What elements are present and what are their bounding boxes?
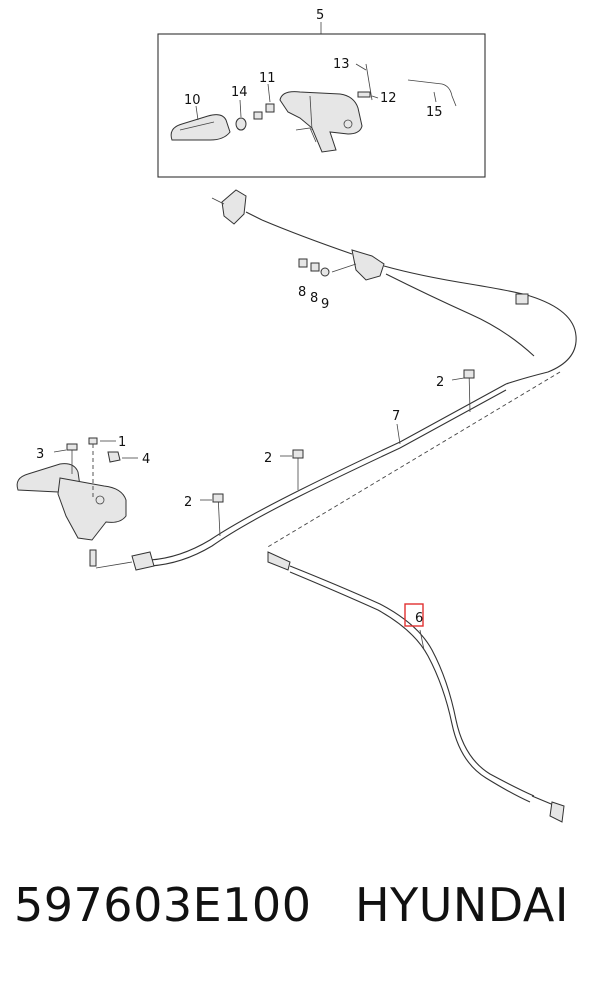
inset-group-5: 5 10 14 11 13 12 15: [157, 8, 486, 178]
cable-6-end: [549, 801, 565, 823]
bolt-1-head: [88, 437, 98, 445]
upper-spring: [245, 211, 263, 221]
callout-3: 3: [36, 447, 44, 462]
rod-15: [407, 79, 457, 107]
leader-10: [195, 105, 199, 121]
brand-name: HYUNDAI: [355, 878, 569, 932]
leader-2a: [451, 377, 465, 381]
cable-6-group: 6: [267, 551, 565, 823]
equalizer: [351, 249, 385, 281]
bolt-2b-head: [292, 449, 304, 459]
bolt-13: [365, 63, 373, 101]
lever-grip-10: [170, 114, 231, 141]
leader-11: [267, 83, 271, 103]
bushing-11a: [253, 111, 263, 120]
washer-9: [320, 267, 330, 277]
cable-7-end: [89, 549, 97, 567]
nut-4: [107, 451, 121, 463]
upper-cable-end: [211, 197, 225, 205]
callout-2a: 2: [436, 375, 444, 390]
lever-bracket: [295, 127, 317, 143]
cable-7-upper: [149, 383, 507, 561]
bolt-2a-head: [463, 369, 475, 379]
callout-4: 4: [142, 452, 150, 467]
callout-2b: 2: [264, 451, 272, 466]
upper-cable-a: [261, 219, 353, 255]
lower-lever-group: 3 1 4: [16, 435, 150, 541]
nut-8a: [298, 258, 308, 268]
callout-10: 10: [184, 93, 201, 108]
callout-9: 9: [321, 297, 329, 312]
callout-8b: 8: [310, 291, 318, 306]
upper-cable-c: [385, 273, 535, 357]
upper-cable-b: [383, 265, 531, 297]
bolt-3-head: [66, 443, 78, 451]
callout-5: 5: [316, 8, 324, 23]
callout-12: 12: [380, 91, 397, 106]
cable-7-rod: [95, 561, 133, 569]
cable-7-group: 7 2 2 2: [89, 369, 507, 571]
cable-clip: [515, 293, 529, 305]
grip-ridge: [179, 121, 215, 131]
callout-11: 11: [259, 71, 276, 86]
inset-box: [157, 33, 486, 178]
cable-7-fitting: [131, 551, 155, 571]
lever-pivot-lower: [95, 495, 105, 505]
clip-12: [357, 91, 371, 98]
parking-brake-cable-diagram: 5 10 14 11 13 12 15: [16, 8, 577, 823]
leader-7: [396, 423, 401, 445]
lever-body: [279, 91, 363, 153]
callout-14: 14: [231, 85, 248, 100]
leader-15: [433, 91, 437, 103]
leader-13: [355, 63, 367, 71]
callout-8a: 8: [298, 285, 306, 300]
callout-6: 6: [415, 611, 423, 626]
lever-pivot: [343, 119, 353, 129]
callout-15: 15: [426, 105, 443, 120]
bolt-2c-head: [212, 493, 224, 503]
lever-line: [309, 95, 313, 131]
upper-cable-d: [505, 295, 577, 385]
cable-6-lower: [289, 571, 531, 803]
leader-3: [53, 449, 67, 453]
dashed-connection: [265, 371, 561, 549]
nut-8b: [310, 262, 320, 272]
callout-2c: 2: [184, 495, 192, 510]
leader-6: [419, 629, 425, 651]
leader-14: [239, 99, 242, 118]
leader-nuts: [331, 263, 357, 273]
washer-14: [235, 117, 247, 131]
bushing-11b: [265, 103, 275, 113]
callout-1: 1: [118, 435, 126, 450]
part-number: 597603E100: [14, 878, 312, 932]
callout-7: 7: [392, 409, 400, 424]
lever-assembly: [57, 477, 127, 541]
upper-bracket: [221, 189, 247, 225]
leader-12: [371, 95, 379, 99]
cable-7-lower: [149, 389, 507, 567]
cable-6-upper: [289, 565, 535, 797]
callout-13: 13: [333, 57, 350, 72]
cable-6-fitting: [267, 551, 291, 571]
upper-cable-group: 8 8 9: [211, 189, 577, 385]
highlight-box: [404, 603, 424, 627]
